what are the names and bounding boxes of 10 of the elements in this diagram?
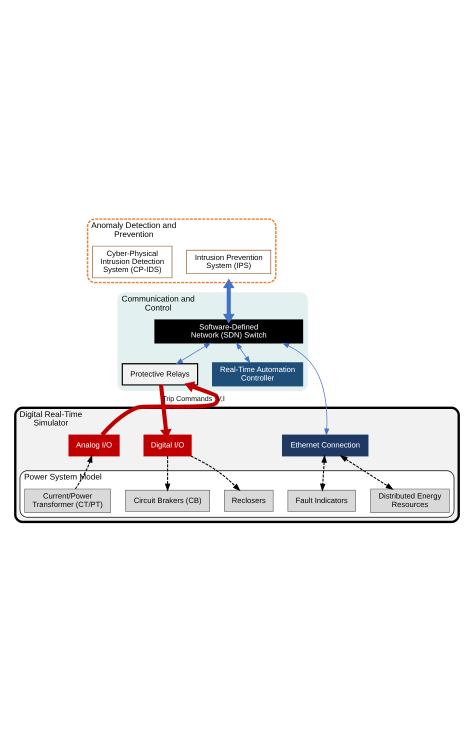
arrow	[100, 381, 220, 436]
arrow	[320, 454, 327, 492]
arrow	[164, 456, 170, 492]
arrow	[75, 454, 92, 490]
arrow	[282, 342, 330, 436]
arrow	[236, 342, 250, 364]
arrow	[222, 278, 235, 324]
arrow	[176, 342, 212, 364]
arrow	[340, 455, 394, 490]
arrow	[190, 456, 241, 492]
